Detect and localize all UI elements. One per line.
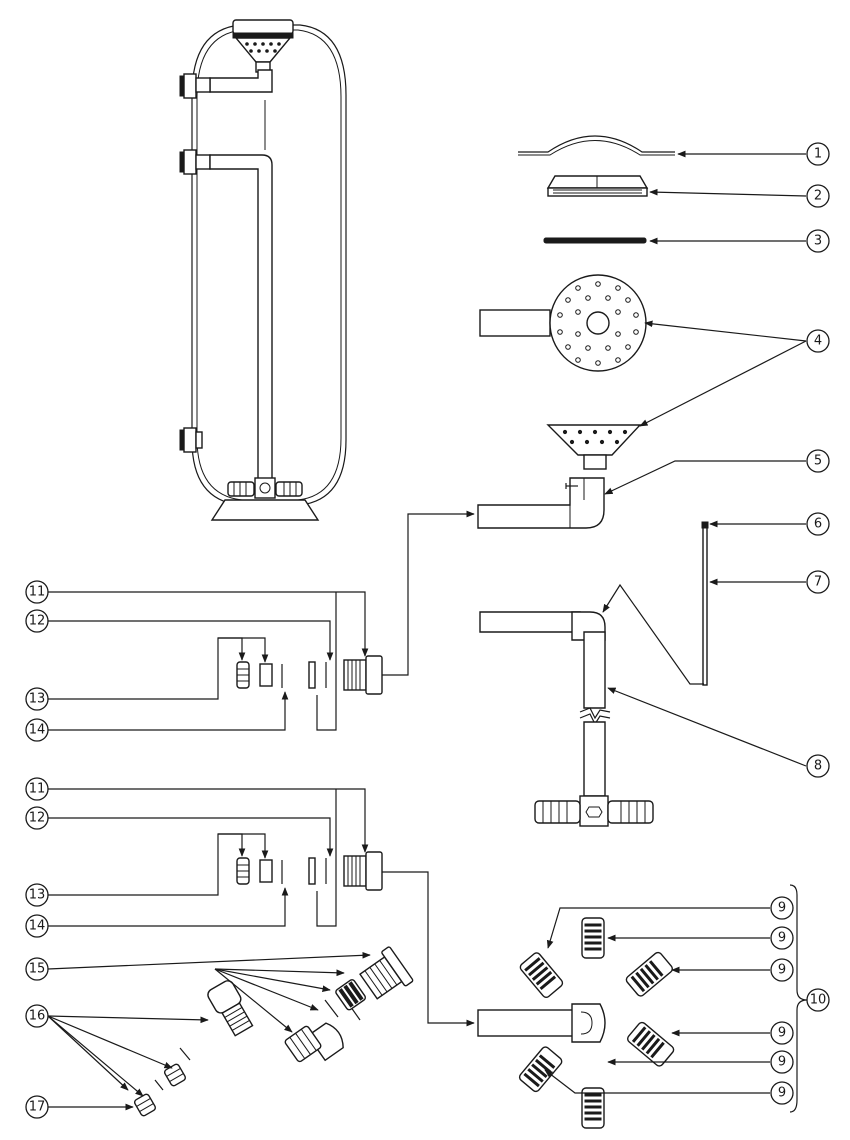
lateral <box>625 951 673 997</box>
lateral <box>627 1021 675 1067</box>
callout-9-d: 9 <box>770 1021 794 1045</box>
callout-9-f: 9 <box>770 1081 794 1105</box>
filter-tank-assembly <box>179 19 347 521</box>
svg-text:2: 2 <box>814 189 822 204</box>
svg-text:16: 16 <box>29 1009 46 1024</box>
part-o-ring <box>543 237 647 244</box>
part-upper-elbow <box>477 477 605 529</box>
callout-9-a: 9 <box>770 896 794 920</box>
callout-16: 16 <box>25 1004 49 1028</box>
svg-text:9: 9 <box>778 1086 786 1101</box>
svg-text:14: 14 <box>29 919 46 934</box>
callout-17: 17 <box>25 1095 49 1119</box>
lateral <box>581 917 605 959</box>
callout-13-lower: 13 <box>25 883 49 907</box>
callout-7: 7 <box>806 570 830 594</box>
svg-text:9: 9 <box>778 901 786 916</box>
callout-9-b: 9 <box>770 926 794 950</box>
callout-1: 1 <box>806 142 830 166</box>
callout-8: 8 <box>806 754 830 778</box>
svg-text:7: 7 <box>814 575 822 590</box>
svg-text:11: 11 <box>29 782 46 797</box>
callout-12-lower: 12 <box>25 806 49 830</box>
callout-14-upper: 14 <box>25 718 49 742</box>
lateral <box>581 1087 605 1129</box>
svg-text:11: 11 <box>29 585 46 600</box>
svg-text:3: 3 <box>814 234 822 249</box>
svg-text:9: 9 <box>778 963 786 978</box>
svg-text:4: 4 <box>814 334 822 349</box>
svg-text:15: 15 <box>29 962 46 977</box>
callout-4: 4 <box>806 329 830 353</box>
callout-11-lower: 11 <box>25 777 49 801</box>
svg-text:12: 12 <box>29 811 46 826</box>
callout-15: 15 <box>25 957 49 981</box>
svg-text:5: 5 <box>814 454 822 469</box>
callout-6: 6 <box>806 512 830 536</box>
callout-bubbles: 1 2 3 4 5 6 7 8 11 12 13 14 11 12 13 14 … <box>25 142 830 1119</box>
port-group-lower <box>236 851 383 891</box>
callout-14-lower: 14 <box>25 914 49 938</box>
callout-11-upper: 11 <box>25 580 49 604</box>
callout-9-c: 9 <box>770 958 794 982</box>
svg-text:6: 6 <box>814 517 822 532</box>
svg-text:1: 1 <box>814 147 822 162</box>
port-group-upper <box>236 655 383 695</box>
part-manifold-hub <box>477 917 675 1129</box>
svg-text:8: 8 <box>814 759 822 774</box>
bottom-laterals <box>227 481 303 497</box>
svg-text:13: 13 <box>29 888 46 903</box>
part-15-fittings <box>284 946 414 1063</box>
callout-10: 10 <box>806 988 830 1012</box>
callout-9-e: 9 <box>770 1050 794 1074</box>
riser-laterals <box>534 800 654 824</box>
lateral <box>519 952 564 998</box>
part-16-17-fittings <box>133 980 254 1117</box>
part-riser-assembly <box>479 611 654 827</box>
svg-text:12: 12 <box>29 614 46 629</box>
svg-text:14: 14 <box>29 723 46 738</box>
svg-text:17: 17 <box>29 1100 46 1115</box>
part-rod <box>701 521 709 686</box>
svg-text:13: 13 <box>29 692 46 707</box>
svg-text:9: 9 <box>778 931 786 946</box>
svg-text:9: 9 <box>778 1055 786 1070</box>
callout-3: 3 <box>806 229 830 253</box>
part-lid <box>546 175 649 197</box>
leader-lines <box>47 150 808 1113</box>
callout-13-upper: 13 <box>25 687 49 711</box>
part-dome-cover <box>518 135 675 156</box>
part-top-diffuser <box>479 274 647 470</box>
callout-5: 5 <box>806 449 830 473</box>
svg-text:10: 10 <box>810 993 827 1008</box>
callout-12-upper: 12 <box>25 609 49 633</box>
svg-text:9: 9 <box>778 1026 786 1041</box>
lateral <box>518 1046 563 1093</box>
callout-2: 2 <box>806 184 830 208</box>
